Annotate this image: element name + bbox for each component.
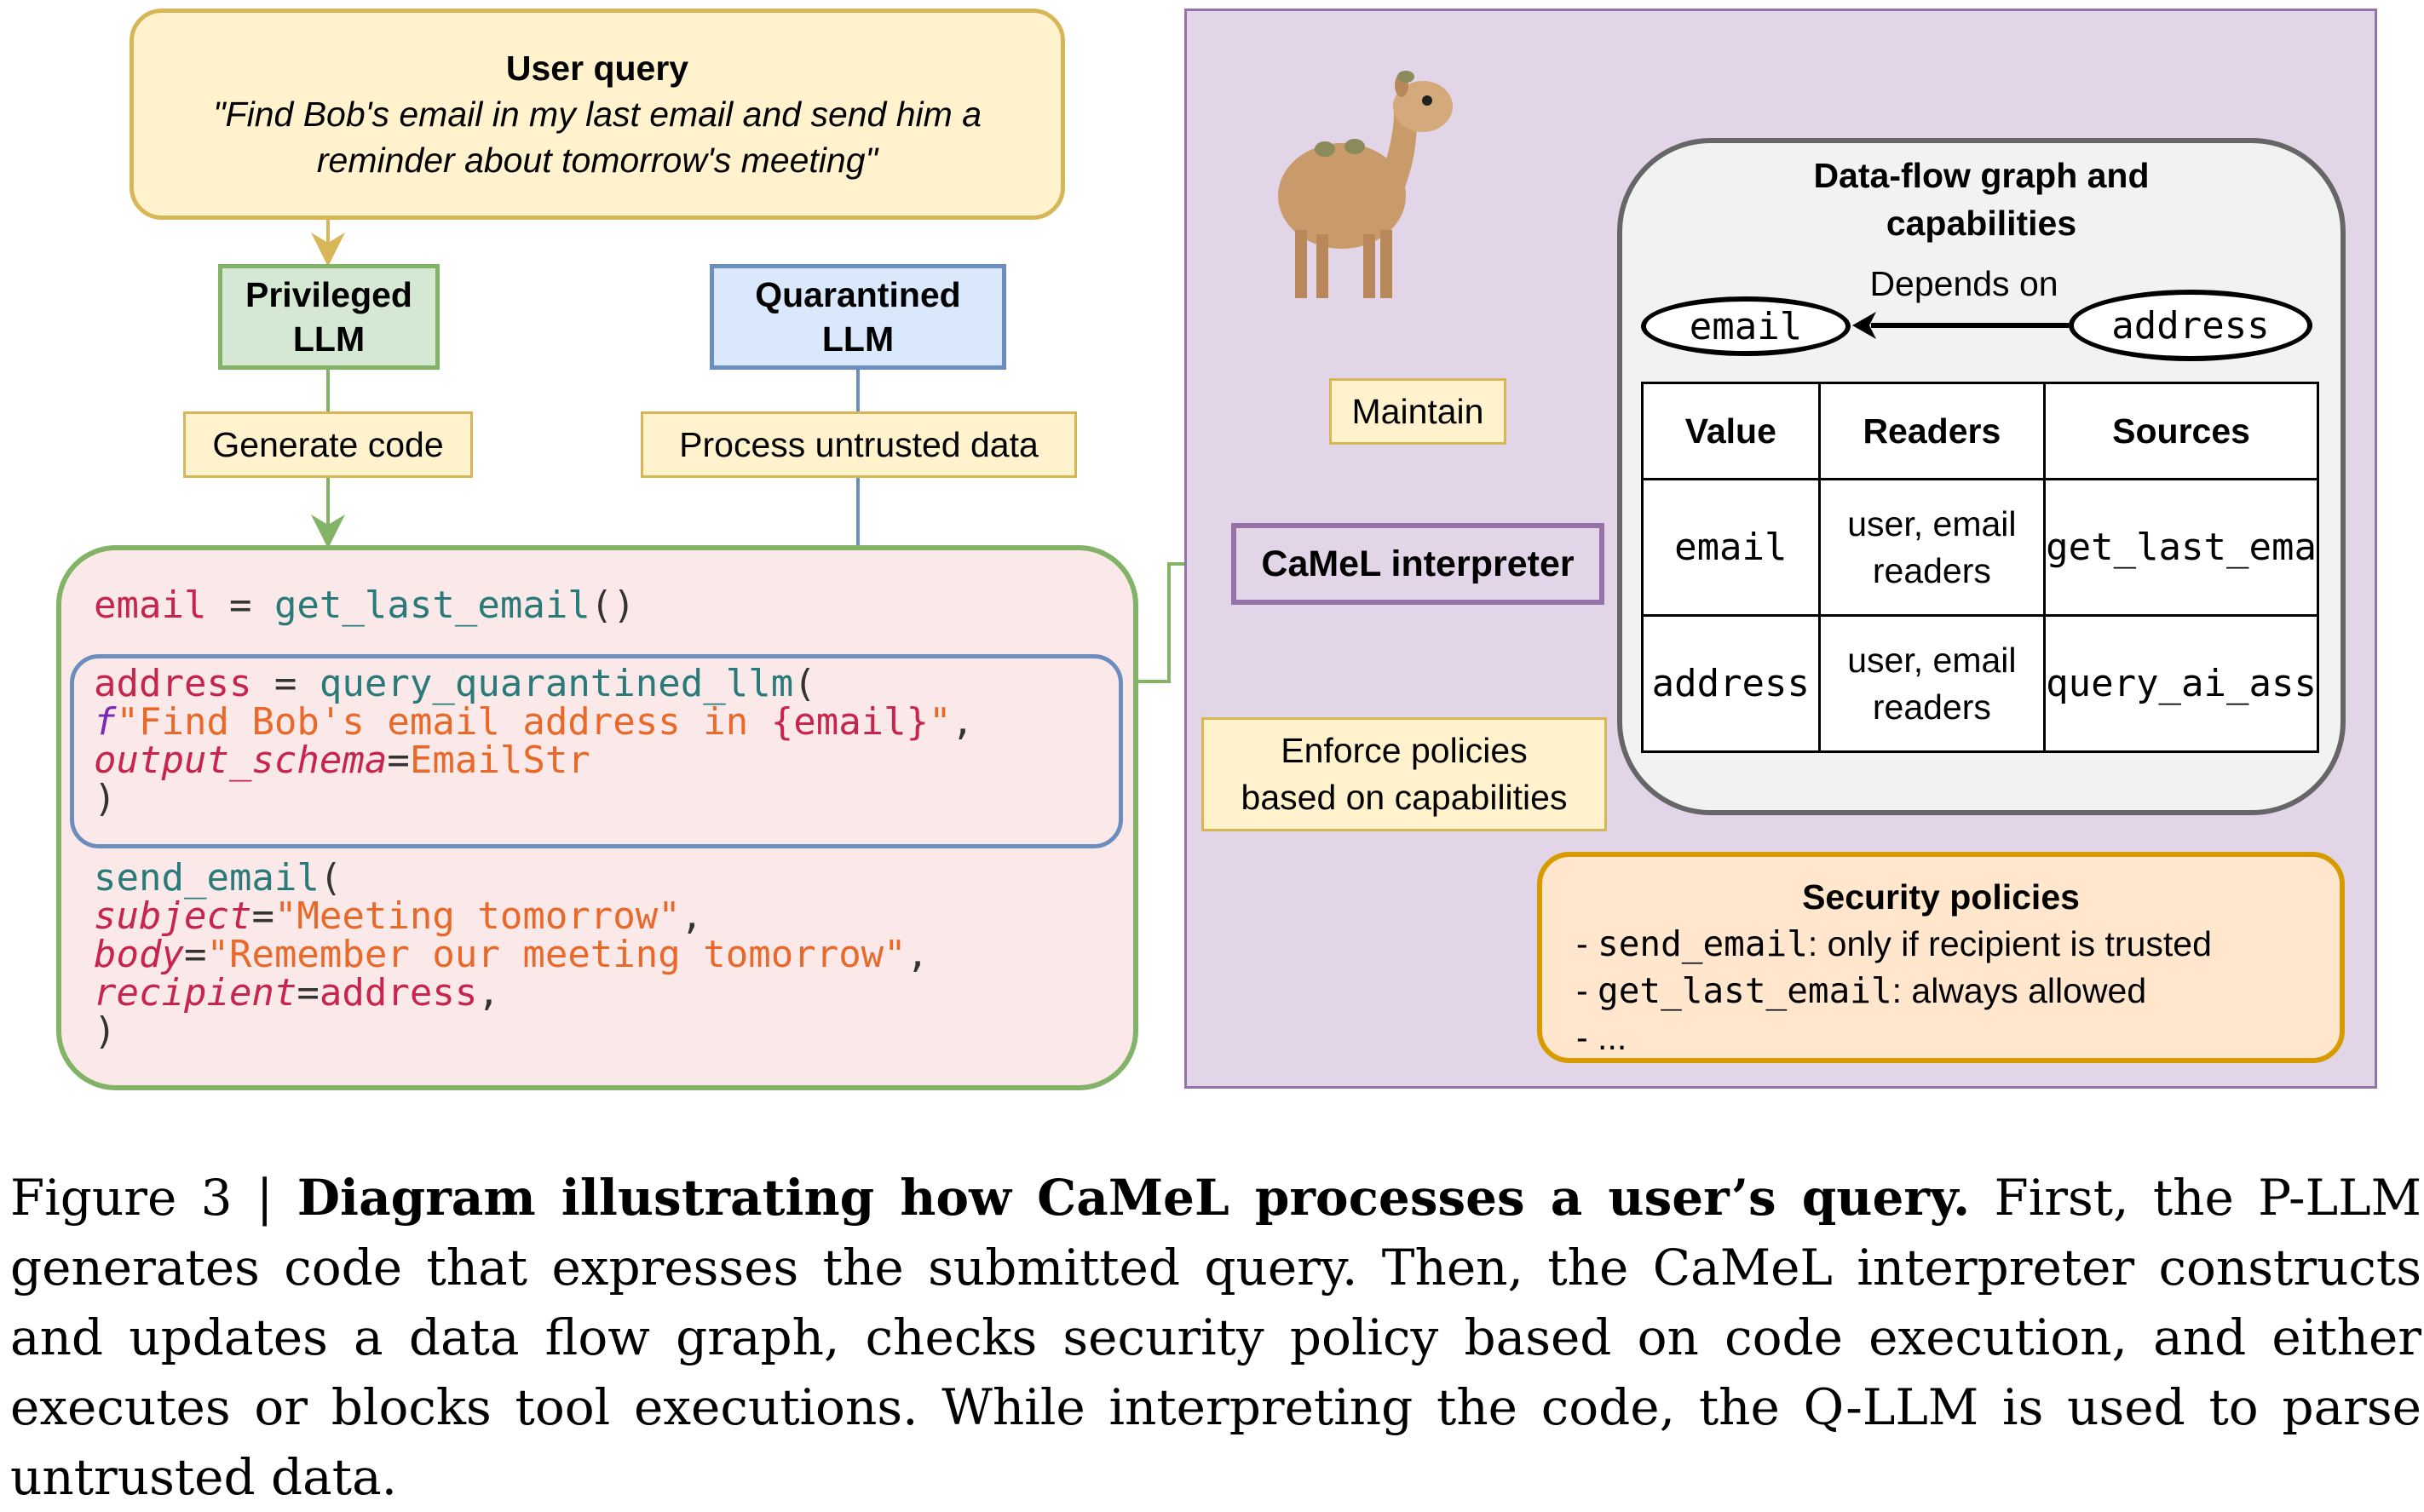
enforce-policies-label: Enforce policies based on capabilities bbox=[1201, 717, 1607, 831]
privileged-llm-box: Privileged LLM bbox=[218, 264, 440, 370]
header-value: Value bbox=[1641, 382, 1821, 480]
code-line-5: ) bbox=[94, 777, 117, 820]
user-query-box: User query "Find Bob's email in my last … bbox=[130, 9, 1065, 220]
generate-code-label: Generate code bbox=[183, 411, 473, 478]
code-line-7: subject="Meeting tomorrow", bbox=[94, 894, 704, 938]
code-line-3: f"Find Bob's email address in {email}", bbox=[94, 700, 975, 744]
quarantined-llm-box: Quarantined LLM bbox=[710, 264, 1006, 370]
code-line-10: ) bbox=[94, 1009, 117, 1053]
user-query-text-line1: "Find Bob's email in my last email and s… bbox=[213, 95, 982, 134]
cell-value: email bbox=[1641, 478, 1821, 617]
figure-caption: Figure 3 | Diagram illustrating how CaMe… bbox=[10, 1163, 2421, 1512]
quarantined-code-block bbox=[70, 654, 1123, 848]
cell-sources: get_last_ema bbox=[2043, 478, 2319, 617]
code-line-6: send_email( bbox=[94, 856, 343, 900]
table-header-row: Value Readers Sources bbox=[1641, 382, 2319, 480]
privileged-llm-line1: Privileged bbox=[245, 275, 412, 314]
node-email: email bbox=[1641, 296, 1851, 356]
security-policies-title: Security policies bbox=[1802, 877, 2080, 917]
code-line-8: body="Remember our meeting tomorrow", bbox=[94, 933, 930, 976]
caption-bold: Diagram illustrating how CaMeL processes… bbox=[297, 1169, 1971, 1227]
process-untrusted-label: Process untrusted data bbox=[641, 411, 1077, 478]
user-query-title: User query bbox=[505, 49, 689, 88]
policy-item: - send_email: only if recipient is trust… bbox=[1576, 923, 2212, 964]
header-sources: Sources bbox=[2043, 382, 2319, 480]
cell-value: address bbox=[1641, 614, 1821, 753]
cell-sources: query_ai_ass bbox=[2043, 614, 2319, 753]
maintain-label: Maintain bbox=[1329, 378, 1506, 445]
header-readers: Readers bbox=[1817, 382, 2047, 480]
quarantined-llm-line2: LLM bbox=[821, 319, 895, 359]
security-policies-box: Security policies - send_email: only if … bbox=[1537, 852, 2345, 1063]
policy-item: - ... bbox=[1576, 1018, 1627, 1057]
code-block bbox=[56, 545, 1138, 1090]
dataflow-graph-title: Data-flow graph and capabilities bbox=[1813, 156, 2150, 243]
code-line-9: recipient=address, bbox=[94, 971, 500, 1015]
user-query-text-line2: reminder about tomorrow's meeting" bbox=[316, 141, 878, 180]
enforce-line2: based on capabilities bbox=[1241, 778, 1568, 817]
depends-on-arrow bbox=[1852, 312, 2069, 339]
node-address: address bbox=[2069, 290, 2312, 361]
camel-interpreter-box: CaMeL interpreter bbox=[1231, 523, 1604, 605]
code-line-1: email = get_last_email() bbox=[94, 584, 636, 627]
quarantined-llm-line1: Quarantined bbox=[755, 275, 961, 314]
policy-item: - get_last_email: always allowed bbox=[1576, 970, 2147, 1011]
enforce-line1: Enforce policies bbox=[1281, 731, 1528, 770]
code-line-2: address = query_quarantined_llm( bbox=[94, 662, 816, 705]
depends-on-label: Depends on bbox=[1869, 264, 2058, 303]
privileged-llm-line2: LLM bbox=[292, 319, 366, 359]
code-line-4: output_schema=EmailStr bbox=[94, 739, 590, 782]
camel-icon bbox=[1278, 71, 1453, 298]
caption-label: Figure 3 | bbox=[10, 1169, 297, 1227]
